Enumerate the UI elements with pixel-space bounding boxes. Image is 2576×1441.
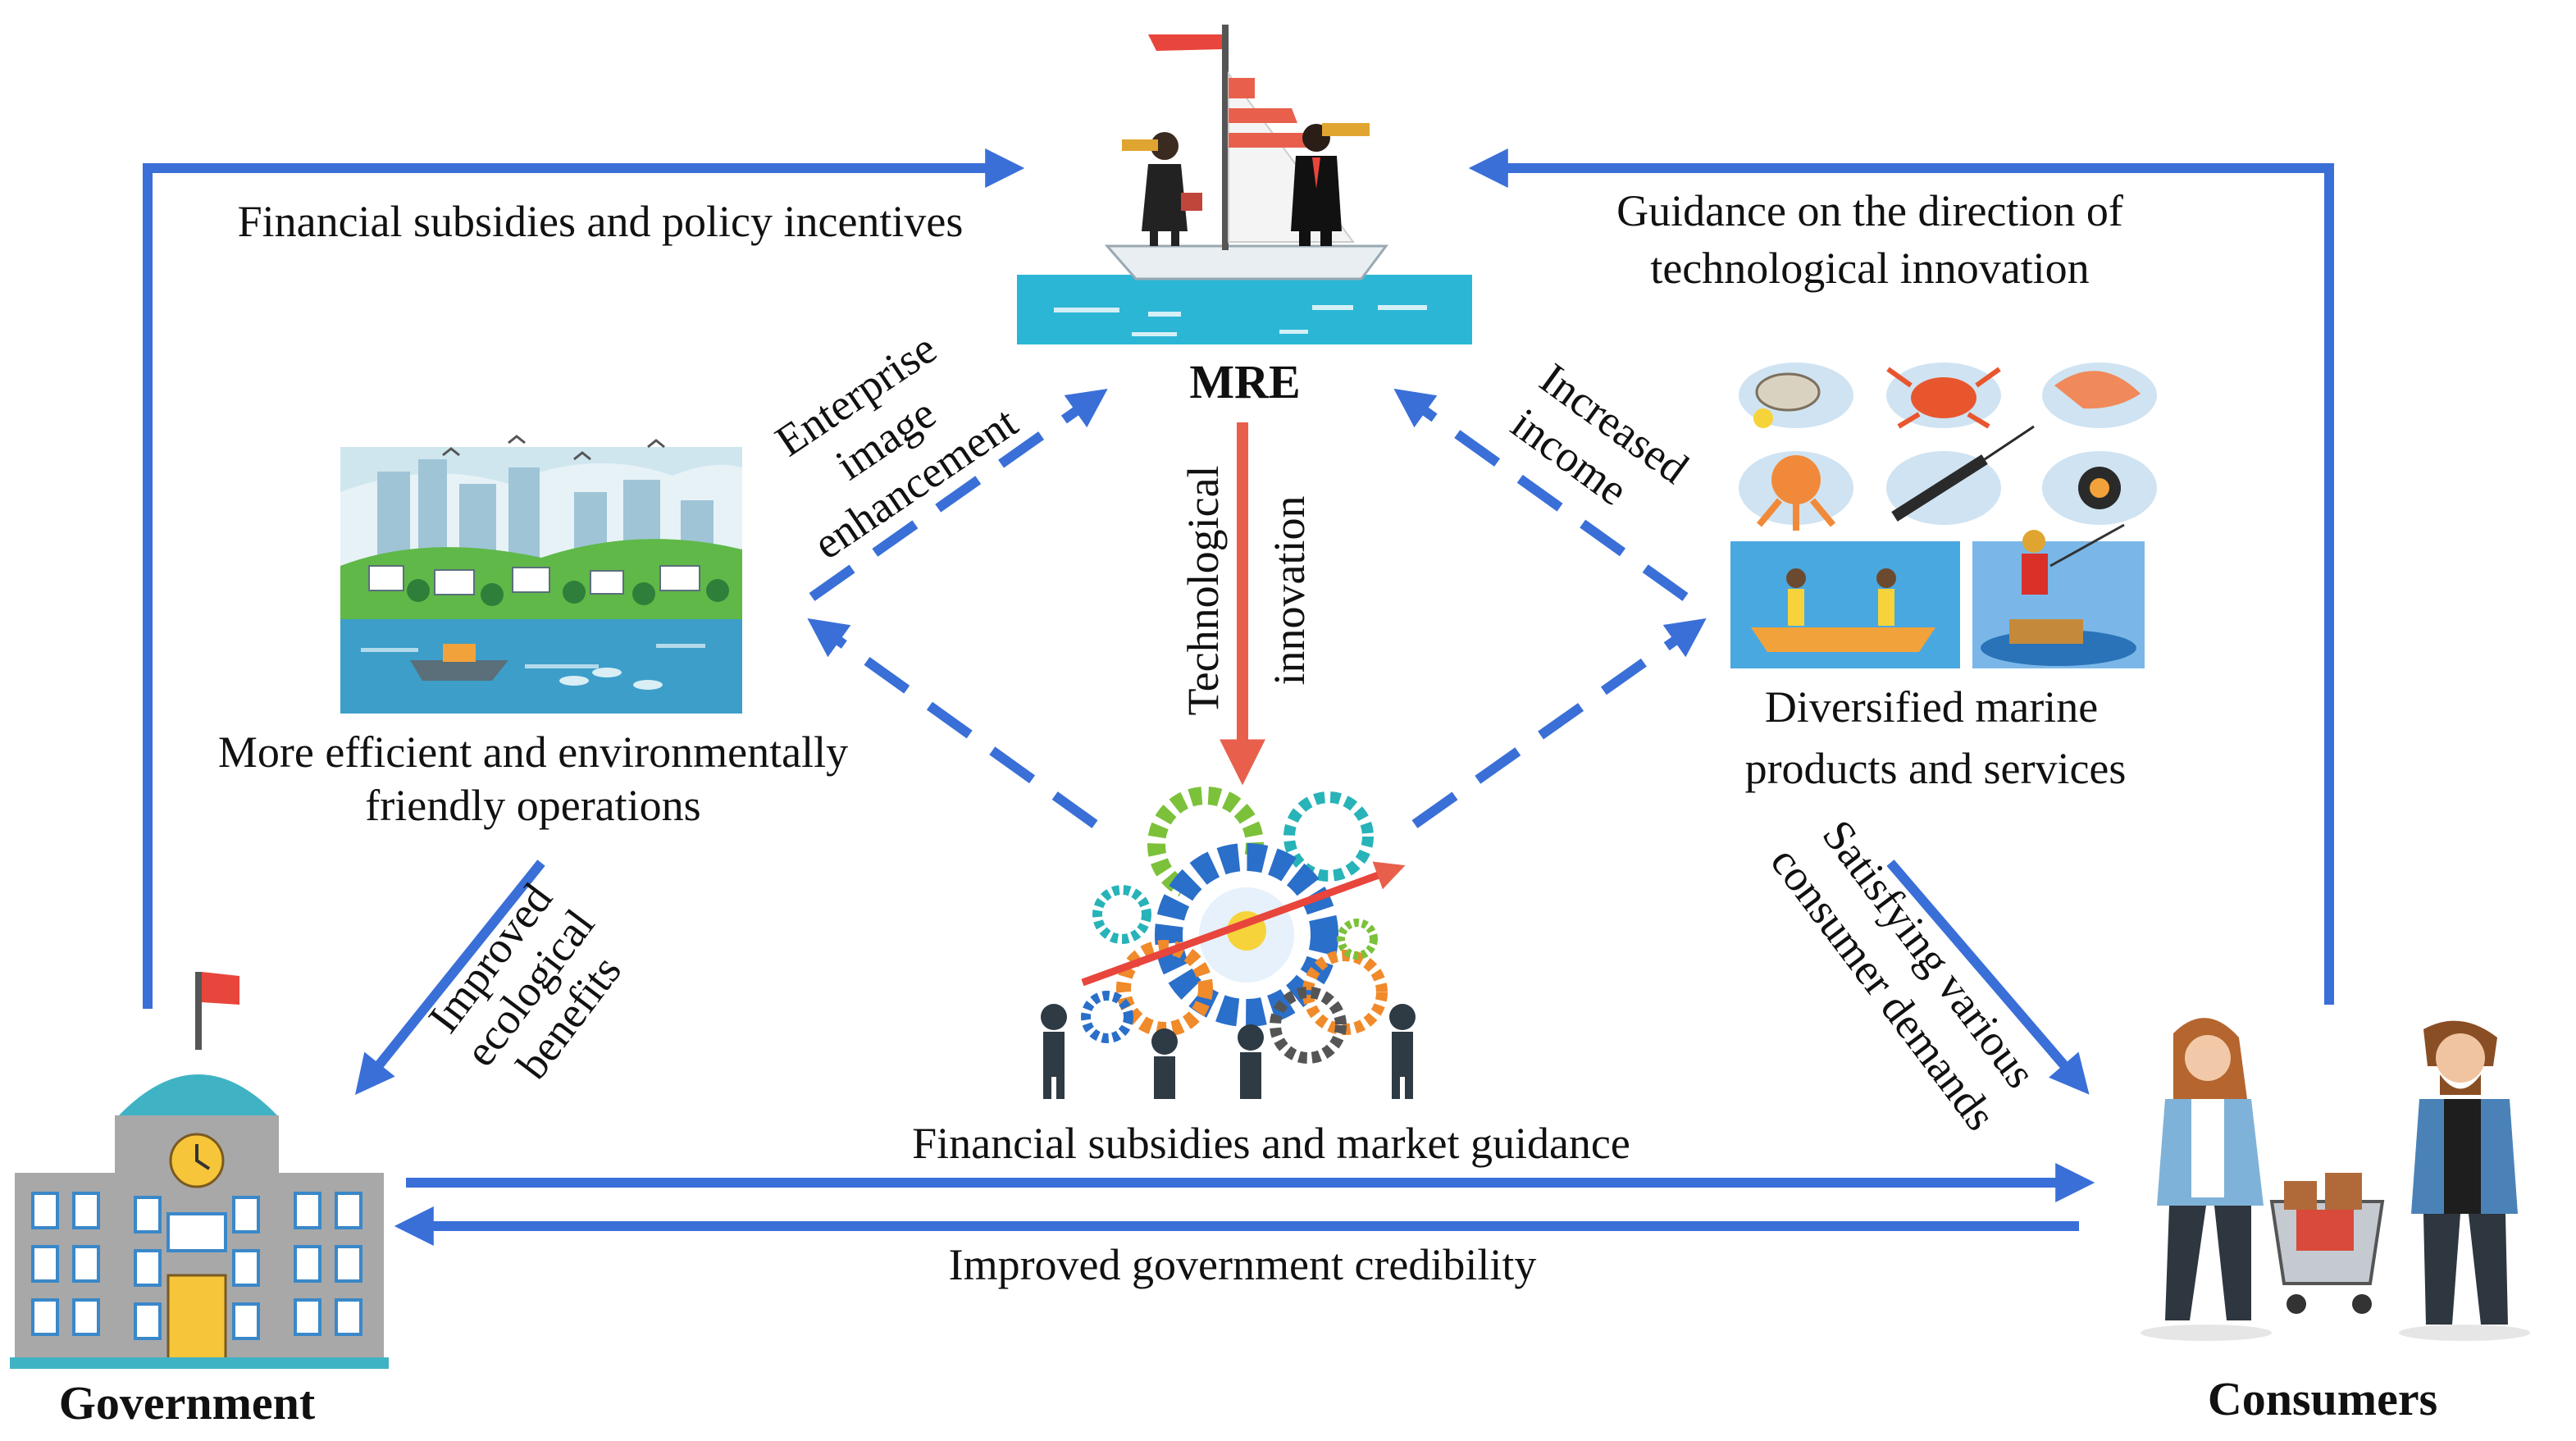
- label-consumers-to-mre-line1: Guidance on the direction of: [1616, 186, 2123, 235]
- dashed-flow-arrows: [807, 388, 1707, 828]
- node-efficient-ops-line1: More efficient and environmentally: [218, 727, 848, 777]
- arrow-gears-to-products: [1411, 618, 1707, 828]
- consumers-icon: [2141, 1018, 2530, 1341]
- arrow-products-to-consumers: [1886, 860, 2090, 1095]
- city-landscape-icon: [340, 435, 742, 714]
- arrow-gov-to-mre: [143, 148, 1025, 1009]
- label-consumers-to-mre-line2: technological innovation: [1650, 244, 2089, 293]
- sailboat-icon: [1017, 25, 1472, 344]
- gear-cluster-icon: [1041, 787, 1416, 1099]
- label-consumer-demands: Satisfying various consumer demands: [1761, 811, 2045, 1139]
- label-ecological-benefits: Improved ecological benefits: [419, 874, 631, 1088]
- label-tech-line2: innovation: [1265, 496, 1314, 686]
- arrow-consumers-to-mre: [1468, 148, 2334, 1005]
- arrow-gears-to-ops: [807, 618, 1098, 828]
- label-gov-to-mre: Financial subsidies and policy incentive…: [238, 197, 964, 246]
- label-tech-line1: Technological: [1179, 465, 1228, 715]
- node-consumers: Consumers: [2208, 1372, 2437, 1425]
- node-mre: MRE: [1189, 355, 1300, 408]
- arrow-products-to-mre: [1393, 388, 1689, 601]
- label-gov-to-consumers: Financial subsidies and market guidance: [912, 1119, 1630, 1168]
- label-consumers-to-gov: Improved government credibility: [949, 1240, 1537, 1289]
- outer-flow-arrows: [143, 148, 2334, 1246]
- node-diversified-line2: products and services: [1745, 744, 2127, 793]
- label-increased-income: Increased income: [1502, 353, 1698, 515]
- label-image-enhancement: Enterprise image enhancement: [767, 323, 1026, 568]
- node-government: Government: [59, 1376, 316, 1430]
- government-building-icon: [10, 972, 389, 1369]
- node-efficient-ops-line2: friendly operations: [365, 781, 700, 830]
- arrow-ops-to-gov: [354, 860, 545, 1095]
- node-diversified-line1: Diversified marine: [1765, 682, 2098, 732]
- label-technological-innovation: Technological innovation: [1179, 465, 1314, 715]
- seafood-grid-icon: [1730, 363, 2157, 668]
- arrow-ops-to-mre: [809, 388, 1108, 601]
